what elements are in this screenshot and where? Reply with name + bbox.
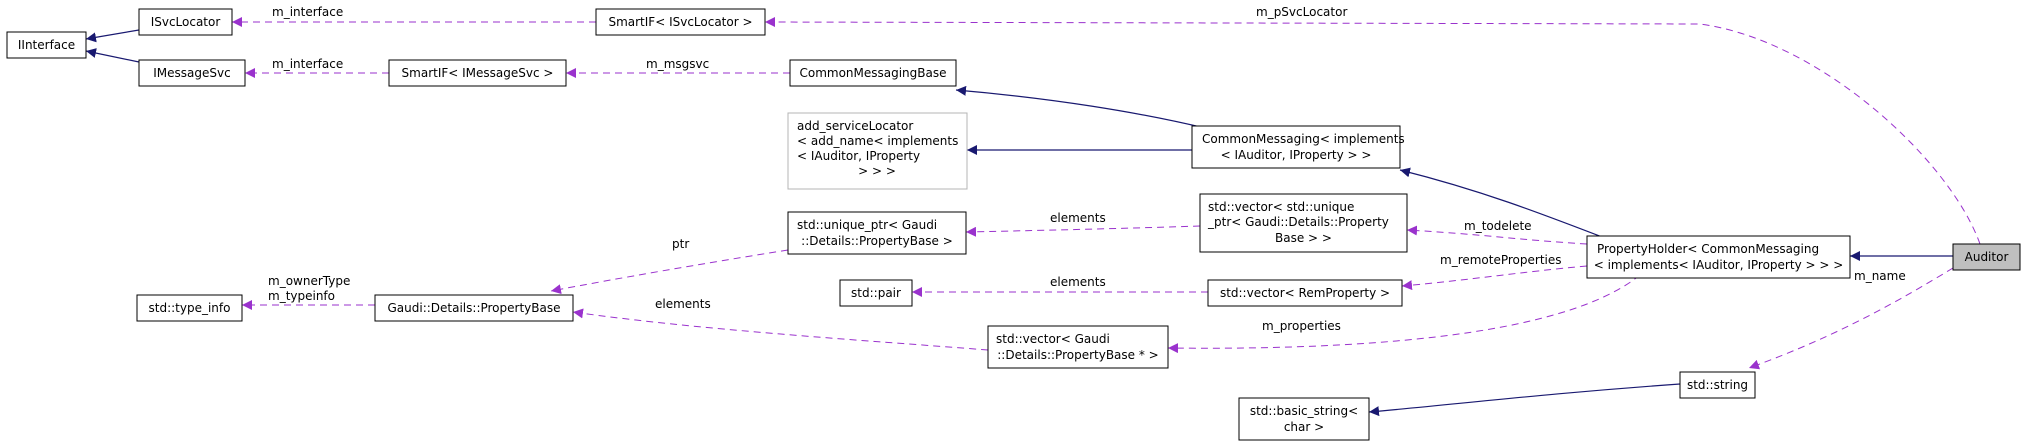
svg-text:< IAuditor, IProperty: < IAuditor, IProperty [797,149,920,163]
svg-text:PropertyHolder< CommonMessagin: PropertyHolder< CommonMessaging [1597,242,1819,256]
svg-text:std::vector< RemProperty >: std::vector< RemProperty > [1220,286,1390,300]
node-stdpair[interactable]: std::pair [839,279,913,307]
svg-text:> > >: > > > [858,164,896,178]
edge-label-m-remoteproperties: m_remoteProperties [1440,253,1562,267]
svg-text:ISvcLocator: ISvcLocator [151,15,221,29]
svg-text:std::type_info: std::type_info [149,301,231,315]
node-commonmessaging[interactable]: CommonMessaging< implements < IAuditor, … [1191,125,1405,169]
edge-m-properties [1167,274,1641,354]
node-isvclocator[interactable]: ISvcLocator [138,8,233,36]
svg-text:std::vector< Gaudi: std::vector< Gaudi [996,332,1110,346]
node-vector-propertybase-ptr[interactable]: std::vector< Gaudi ::Details::PropertyBa… [987,325,1169,369]
node-auditor[interactable]: Auditor [1952,243,2021,271]
edge-label-m-psvclocator: m_pSvcLocator [1256,5,1347,19]
node-commonmessagingbase[interactable]: CommonMessagingBase [789,59,957,87]
svg-text:::Details::PropertyBase >: ::Details::PropertyBase > [801,234,953,248]
edge-label-m-msgsvc: m_msgsvc [646,57,709,71]
svg-text:IMessageSvc: IMessageSvc [153,66,230,80]
edge-propertyholder-commonmessaging [1399,167,1611,241]
node-propertyholder[interactable]: PropertyHolder< CommonMessaging < implem… [1586,235,1851,279]
node-uniqueptr[interactable]: std::unique_ptr< Gaudi ::Details::Proper… [787,211,967,255]
svg-text:CommonMessaging< implements: CommonMessaging< implements [1202,132,1405,146]
node-add-servicelocator[interactable]: add_serviceLocator < add_name< implement… [787,112,968,190]
node-imessagesvc[interactable]: IMessageSvc [138,59,246,87]
svg-text:char >: char > [1284,420,1324,434]
svg-text:std::basic_string<: std::basic_string< [1250,404,1358,418]
svg-text:CommonMessagingBase: CommonMessagingBase [799,66,946,80]
edge-label-m-interface-2: m_interface [272,57,343,71]
edge-m-psvclocator [764,17,1981,245]
svg-text:< implements< IAuditor, IPrope: < implements< IAuditor, IProperty > > > [1594,258,1844,272]
edge-m-todelete [1406,225,1588,245]
svg-text:Base > >: Base > > [1275,231,1332,245]
edge-label-m-typeinfo: m_typeinfo [268,289,335,303]
svg-text:Gaudi::Details::PropertyBase: Gaudi::Details::PropertyBase [388,301,561,315]
svg-text:< add_name< implements: < add_name< implements [797,134,958,148]
edge-label-ptr: ptr [672,237,689,251]
svg-text:Auditor: Auditor [1965,250,2009,264]
node-vector-uniqueptr[interactable]: std::vector< std::unique _ptr< Gaudi::De… [1199,193,1408,253]
node-smartif-imessagesvc[interactable]: SmartIF< IMessageSvc > [388,59,567,87]
edge-label-elements-2: elements [1050,275,1106,289]
edge-common-messaging-commonmessagingbase [955,85,1214,131]
svg-text:std::string: std::string [1687,378,1748,392]
edge-label-m-ownertype: m_ownerType [268,274,350,288]
node-type-info[interactable]: std::type_info [136,294,243,322]
svg-text:std::unique_ptr< Gaudi: std::unique_ptr< Gaudi [797,218,937,232]
svg-text:std::pair: std::pair [851,286,901,300]
node-propertybase[interactable]: Gaudi::Details::PropertyBase [374,294,574,322]
edge-imessagesvc-iinterface [85,48,140,63]
node-stdstring[interactable]: std::string [1679,371,1756,399]
edge-label-m-name: m_name [1854,269,1906,283]
svg-text:add_serviceLocator: add_serviceLocator [797,119,913,133]
edge-label-m-properties: m_properties [1262,319,1341,333]
edge-ptr [550,249,789,295]
svg-text:_ptr< Gaudi::Details::Property: _ptr< Gaudi::Details::Property [1207,215,1389,229]
edge-elements-propertybase [572,308,989,351]
edge-isvclocator-iinterface [85,29,140,43]
svg-text:std::vector< std::unique: std::vector< std::unique [1208,200,1354,214]
node-smartif-isvclocator[interactable]: SmartIF< ISvcLocator > [595,8,766,36]
edge-label-m-interface-1: m_interface [272,5,343,19]
edge-elements-uniqueptr [965,225,1201,237]
svg-text:IInterface: IInterface [18,38,75,52]
svg-text:SmartIF< IMessageSvc >: SmartIF< IMessageSvc > [402,66,554,80]
svg-text:< IAuditor, IProperty > >: < IAuditor, IProperty > > [1221,148,1372,162]
node-basic-string[interactable]: std::basic_string< char > [1238,397,1370,441]
edge-m-name [1748,267,1954,370]
svg-text:SmartIF< ISvcLocator >: SmartIF< ISvcLocator > [608,15,752,29]
edge-label-m-todelete: m_todelete [1464,219,1532,233]
edge-stdstring-basicstring [1368,383,1681,417]
node-vector-remproperty[interactable]: std::vector< RemProperty > [1207,279,1403,307]
edge-m-remoteproperties [1401,265,1588,291]
edge-label-elements-3: elements [655,297,711,311]
node-iinterface[interactable]: IInterface [6,31,87,59]
edge-label-elements-1: elements [1050,211,1106,225]
svg-text:::Details::PropertyBase * >: ::Details::PropertyBase * > [997,348,1158,362]
